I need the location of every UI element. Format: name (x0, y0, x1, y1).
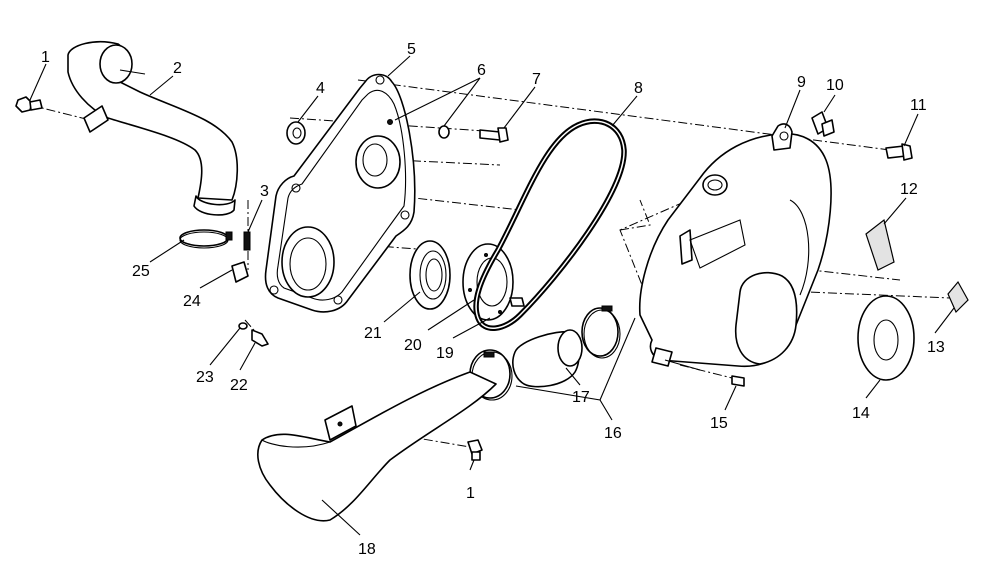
callout-1-top: 1 (41, 49, 50, 66)
callout-3: 3 (260, 183, 269, 200)
callout-6: 6 (477, 62, 486, 79)
part-25-hose-clamp (179, 229, 233, 249)
callout-7: 7 (532, 71, 541, 88)
part-1-bolt-bottom (467, 439, 483, 461)
leader-lines (29, 55, 955, 536)
callout-21: 21 (364, 325, 382, 342)
callout-25: 25 (132, 263, 150, 280)
part-17-sleeve (512, 329, 583, 388)
part-14-ring (857, 295, 915, 381)
part-15-screw (731, 375, 745, 387)
part-19-screw (509, 297, 525, 307)
callout-numbers: 1 2 3 4 5 6 7 8 9 10 11 12 13 14 15 16 1… (41, 41, 945, 558)
callout-4: 4 (316, 80, 325, 97)
part-4-washer (286, 121, 306, 145)
part-21-seal (409, 240, 451, 310)
part-5-inner-cover (264, 73, 416, 313)
callout-8: 8 (634, 80, 643, 97)
callout-17: 17 (572, 389, 590, 406)
part-7-bolt (479, 127, 509, 143)
callout-1-bottom: 1 (466, 485, 475, 502)
callout-2: 2 (173, 60, 182, 77)
callout-5: 5 (407, 41, 416, 58)
callout-15: 15 (710, 415, 728, 432)
callout-11: 11 (910, 97, 927, 114)
callout-19: 19 (436, 345, 454, 362)
callout-18: 18 (358, 541, 376, 558)
part-11-bolt (885, 143, 913, 161)
callout-24: 24 (183, 293, 201, 310)
part-3-screw (243, 231, 251, 251)
part-18-outlet-duct (257, 371, 497, 522)
part-9-outer-cover (638, 123, 832, 371)
part-24-bracket (231, 261, 249, 283)
part-6-washer (387, 119, 450, 139)
part-2-intake-duct (67, 40, 239, 216)
part-20-seal-plate (462, 243, 514, 321)
callout-20: 20 (404, 337, 422, 354)
part-8-drive-belt (473, 118, 627, 331)
callout-12: 12 (900, 181, 918, 198)
callout-14: 14 (852, 405, 870, 422)
part-13-decal (947, 280, 969, 314)
callout-16: 16 (604, 425, 622, 442)
callout-23: 23 (196, 369, 214, 386)
callout-13: 13 (927, 339, 945, 356)
part-22-screw (251, 329, 269, 347)
callout-22: 22 (230, 377, 248, 394)
part-23-washer (238, 322, 248, 330)
part-1-bolt-top (15, 96, 43, 113)
callout-10: 10 (826, 77, 844, 94)
part-10-decal (811, 111, 835, 137)
part-12-decal (865, 218, 895, 271)
callout-9: 9 (797, 74, 806, 91)
